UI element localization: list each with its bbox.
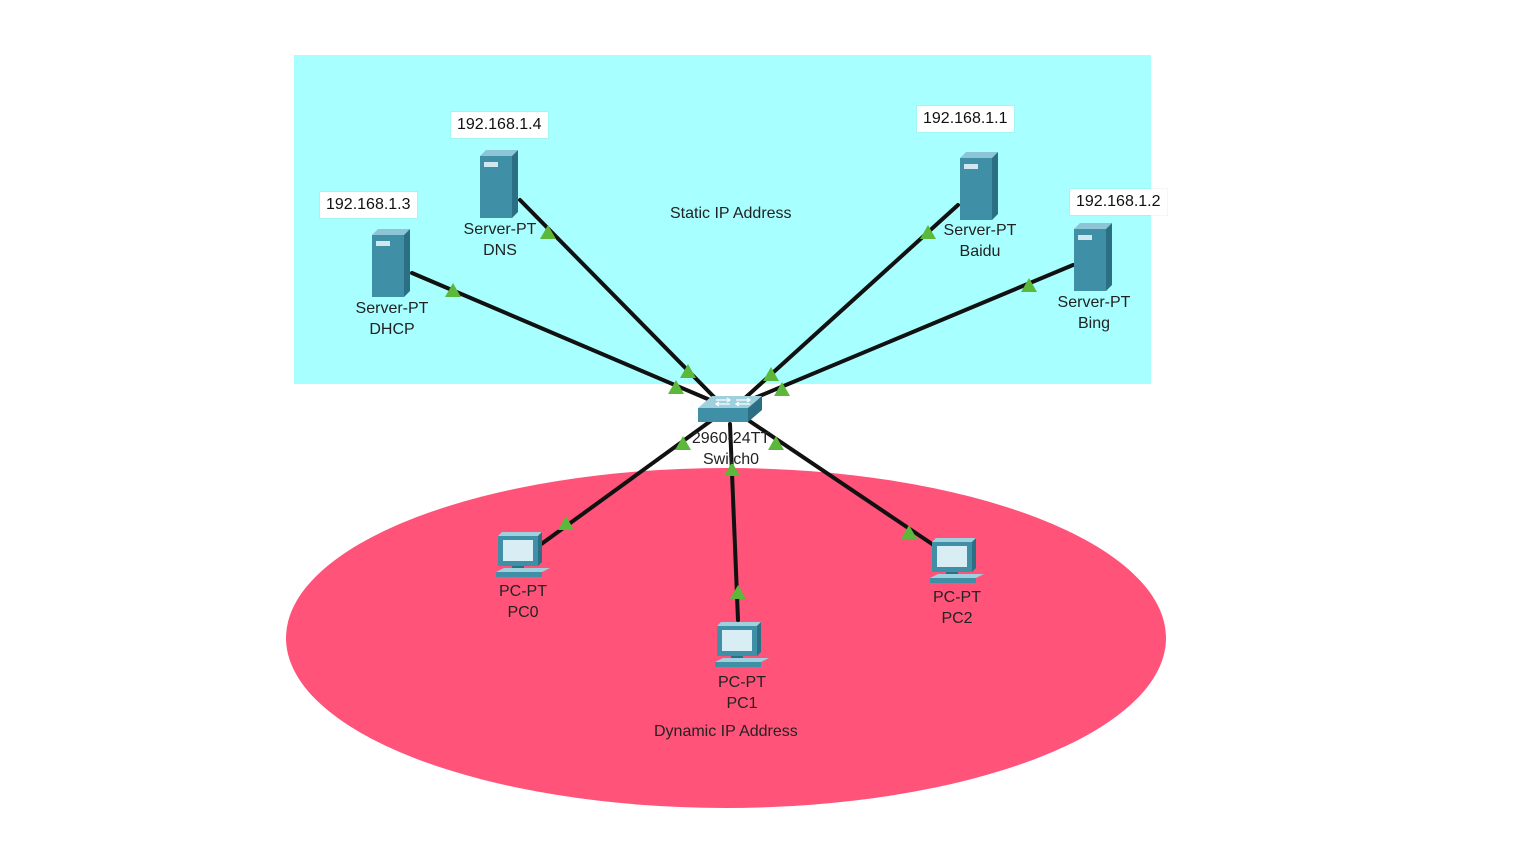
device-type: Server-PT bbox=[355, 300, 429, 317]
device-type: Server-PT bbox=[1057, 294, 1131, 311]
link-light bbox=[724, 462, 740, 476]
link-light bbox=[558, 516, 574, 530]
device-label-switch: 2960-24TT Switch0 bbox=[692, 428, 770, 470]
static-zone-label: Static IP Address bbox=[670, 205, 792, 222]
ip-label-bing: 192.168.1.2 bbox=[1070, 189, 1167, 215]
device-name: Switch0 bbox=[702, 451, 760, 468]
device-label-dhcp: Server-PT DHCP bbox=[356, 298, 429, 340]
link-light bbox=[763, 367, 779, 381]
device-label-pc0: PC-PT PC0 bbox=[499, 581, 547, 623]
link-light bbox=[1021, 278, 1037, 292]
link-light bbox=[668, 380, 684, 394]
device-name: DHCP bbox=[369, 321, 415, 338]
ip-label-baidu: 192.168.1.1 bbox=[917, 106, 1014, 132]
dynamic-zone-label: Dynamic IP Address bbox=[654, 723, 798, 740]
device-label-pc1: PC-PT PC1 bbox=[718, 672, 766, 714]
device-type: Server-PT bbox=[943, 222, 1017, 239]
device-type: Server-PT bbox=[463, 221, 537, 238]
device-type: PC-PT bbox=[933, 589, 981, 606]
device-label-bing: Server-PT Bing bbox=[1058, 292, 1131, 334]
link-bing[interactable] bbox=[748, 263, 1075, 402]
device-type: PC-PT bbox=[499, 583, 547, 600]
link-light bbox=[901, 525, 917, 539]
pc-icon[interactable] bbox=[713, 622, 771, 670]
device-name: PC2 bbox=[941, 610, 973, 627]
ip-label-dns: 192.168.1.4 bbox=[451, 112, 548, 138]
link-light bbox=[540, 225, 556, 239]
server-icon[interactable] bbox=[1068, 223, 1116, 293]
device-name: Baidu bbox=[959, 243, 1001, 260]
pc-icon[interactable] bbox=[494, 532, 552, 580]
pc-icon[interactable] bbox=[928, 538, 986, 586]
switch-icon[interactable] bbox=[696, 394, 764, 426]
link-dhcp[interactable] bbox=[410, 271, 712, 402]
link-light bbox=[730, 585, 746, 599]
device-name: PC0 bbox=[507, 604, 539, 621]
link-light bbox=[680, 364, 696, 378]
link-light bbox=[920, 225, 936, 239]
device-model: 2960-24TT bbox=[691, 430, 771, 447]
link-pc2[interactable] bbox=[746, 418, 940, 550]
link-light bbox=[445, 283, 461, 297]
ip-label-dhcp: 192.168.1.3 bbox=[320, 192, 417, 218]
device-name: Bing bbox=[1077, 315, 1111, 332]
server-icon[interactable] bbox=[366, 229, 414, 299]
device-label-dns: Server-PT DNS bbox=[464, 219, 537, 261]
device-name: DNS bbox=[483, 242, 517, 259]
server-icon[interactable] bbox=[954, 152, 1002, 222]
server-icon[interactable] bbox=[474, 150, 522, 220]
device-name: PC1 bbox=[726, 695, 758, 712]
link-light bbox=[675, 436, 691, 450]
device-label-baidu: Server-PT Baidu bbox=[944, 220, 1017, 262]
link-light bbox=[768, 436, 784, 450]
device-label-pc2: PC-PT PC2 bbox=[933, 587, 981, 629]
device-type: PC-PT bbox=[718, 674, 766, 691]
link-light bbox=[774, 382, 790, 396]
